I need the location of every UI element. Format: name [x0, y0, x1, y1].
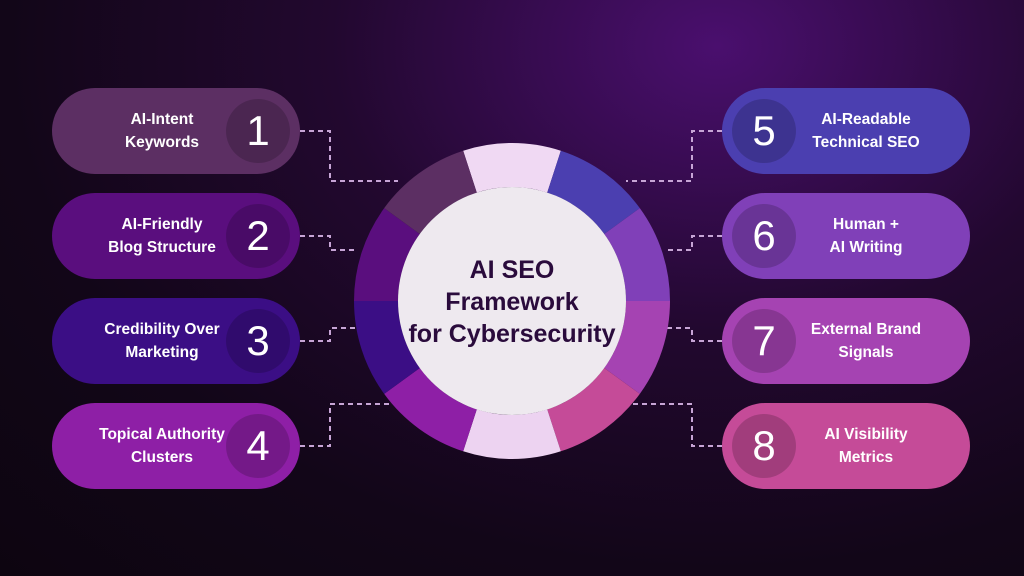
item-label: External Brand Signals: [810, 320, 922, 361]
ring-segment-2: [547, 150, 640, 234]
ring-segment-7: [384, 368, 477, 452]
ring-segment-10: [384, 150, 477, 234]
connector-line-1: [300, 130, 398, 182]
connector-line-3: [300, 327, 358, 342]
ring-segment-3: [604, 208, 670, 301]
connector-line-7: [666, 327, 722, 342]
center-circle: [398, 187, 626, 415]
item-label: AI-Intent Keywords: [124, 110, 200, 151]
connector-line-6: [666, 235, 722, 251]
connector-line-8: [626, 403, 722, 447]
item-label: AI-Friendly Blog Structure: [108, 215, 216, 256]
item-label: AI Visibility Metrics: [824, 425, 908, 466]
item-number: 4: [226, 414, 290, 478]
ring-segment-1: [463, 143, 561, 193]
ring-segment-4: [604, 301, 670, 394]
item-number: 7: [732, 309, 796, 373]
connector-line-5: [626, 130, 722, 182]
framework-item-6: Human + AI Writing 6: [722, 193, 970, 279]
item-number: 2: [226, 204, 290, 268]
connector-line-4: [300, 403, 398, 447]
item-label: AI-Readable Technical SEO: [812, 110, 920, 151]
ring-segment-9: [354, 208, 420, 301]
item-number: 1: [226, 99, 290, 163]
item-number: 5: [732, 99, 796, 163]
item-number: 3: [226, 309, 290, 373]
item-number: 8: [732, 414, 796, 478]
connector-lines: [300, 130, 722, 447]
item-number: 6: [732, 204, 796, 268]
ring-segment-6: [463, 409, 561, 459]
framework-item-5: AI-Readable Technical SEO 5: [722, 88, 970, 174]
connector-line-2: [300, 235, 358, 251]
item-label: Human + AI Writing: [829, 215, 903, 256]
ring-segment-8: [354, 301, 420, 394]
item-label: Credibility Over Marketing: [104, 320, 220, 361]
segment-ring: [354, 143, 670, 459]
item-label: Topical Authority Clusters: [99, 425, 225, 466]
framework-item-1: AI-Intent Keywords 1: [52, 88, 300, 174]
ring-segment-5: [547, 368, 640, 452]
center-title: AI SEO Framework for Cybersecurity: [408, 256, 616, 348]
framework-item-8: AI Visibility Metrics 8: [722, 403, 970, 489]
framework-item-7: External Brand Signals 7: [722, 298, 970, 384]
